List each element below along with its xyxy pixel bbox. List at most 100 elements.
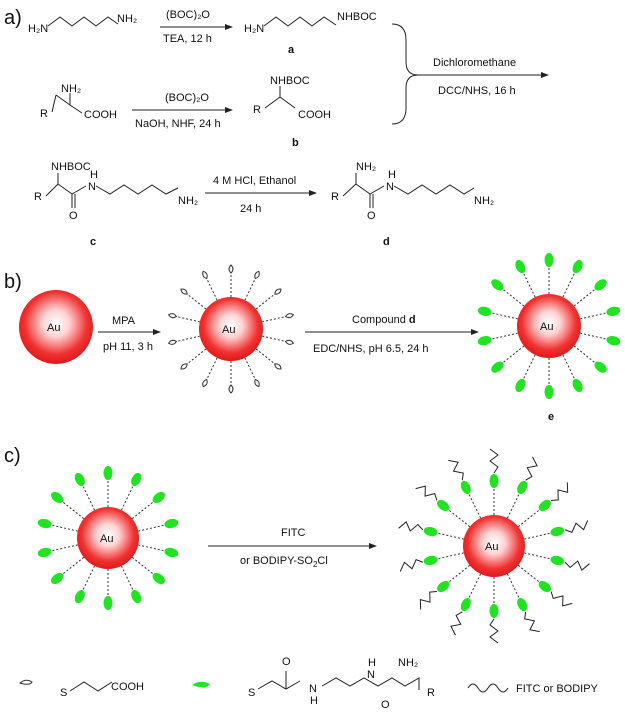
reagent-mpa: MPA [112,315,136,327]
amine-ligand-glyph [164,547,179,558]
dye-chain-glyph [550,591,573,607]
ligand-tether [506,573,521,602]
legend-amine-o2: O [381,699,390,711]
legend-amine-r: R [427,687,435,699]
legend-amine-n1: N [309,683,317,695]
amine-ligand-glyph [37,547,52,558]
dye-chain-glyph [450,611,463,636]
ligand-tether [120,565,135,594]
ligand-tether [81,565,96,594]
amine-ligand-glyph [152,572,165,585]
dye-chain-glyph [398,521,424,532]
ligand-tether [506,490,521,519]
amine-ligand-glyph [103,466,113,480]
compound-e-label: e [548,411,554,423]
reagent-hcl-ethanol: 4 M HCl, Ethanol [213,175,296,187]
reagent-naoh: NaOH, NHF, 24 h [135,118,221,130]
ligand-tether [48,523,78,532]
ligand-tether [138,523,168,532]
amine-ligand-glyph [164,518,179,529]
compound-b-r: R [253,104,261,116]
compound-b-structure [264,86,296,109]
putrescine-left-amine: H₂N [28,23,48,35]
mpa-ligand-glyph [180,288,188,295]
reagent-edc-nhs: EDC/NHS, pH 6.5, 24 h [313,343,429,355]
ligand-tether [562,354,577,383]
ligand-tether [445,564,471,585]
compound-c-r: R [34,191,42,203]
ligand-tether [131,499,157,520]
putrescine-structure [47,16,119,27]
ligand-tether [580,311,610,320]
reagent-boc2o-1: (BOC)₂O [166,9,210,21]
reagent-fitc: FITC [281,527,305,539]
legend-amine-h2: H [368,657,376,669]
compound-c-label: c [90,236,96,248]
ligand-tether [131,556,157,577]
legend-amine-chain-2 [321,677,420,690]
ligand-tether [573,345,598,366]
amine-ligand-glyph [594,361,607,373]
ligand-tether [524,531,554,540]
amine-ligand-glyph [489,474,499,488]
amine-ligand-glyph [538,580,551,593]
amine-ligand-glyph [550,555,565,566]
compound-c-nhboc: NHBOC [51,161,91,173]
ligand-tether [255,293,276,310]
panel-label-b: b) [4,271,22,293]
dye-chain-glyph [399,559,424,572]
ligand-tether [517,564,543,585]
combine-brace [391,23,419,125]
amine-ligand-glyph [131,589,142,604]
reagent-ph11: pH 11, 3 h [103,341,153,353]
amine-ligand-glyph [51,491,64,504]
amine-ligand-glyph [460,597,471,612]
amino-acid-r: R [40,108,48,120]
ligand-tether [562,269,577,298]
dye-chain-glyph [419,591,437,610]
amine-ligand-glyph [152,491,165,504]
amine-ligand-glyph [515,378,526,393]
ligand-tether [521,354,536,383]
amine-ligand-glyph [74,472,85,487]
mpa-au-label: Au [222,324,235,336]
amine-ligand-glyph [572,259,583,274]
panel-label-a: a) [4,7,22,29]
compound-c-structure [45,173,179,208]
compound-d-nh2-alpha: NH₂ [356,161,376,173]
legend-amine-n2: N [367,669,375,681]
mpa-ligand-glyph [284,339,295,345]
legend-amine-chain-1 [257,680,301,690]
mpa-ligand-glyph [254,270,260,280]
legend-amine-nh2: NH₂ [398,657,418,669]
reagent-24h: 24 h [240,203,261,215]
dye-chain-glyph [564,520,589,533]
reagent-tea: TEA, 12 h [163,33,212,45]
dye-chain-glyph [525,456,538,481]
amine-ligand-glyph [491,279,504,291]
compound-e-nanoparticle: Au [477,253,621,399]
ligand-tether [138,544,168,553]
ligand-tether [521,269,536,298]
compound-b-nhboc: NHBOC [270,75,310,87]
ligand-tether [206,278,218,301]
dye-chain-glyph [564,560,590,571]
ligand-tether [488,311,518,320]
compound-d-nh2-terminal: NH₂ [474,195,494,207]
legend-mpa-cooh: COOH [111,681,144,693]
dye-chain-glyph [489,618,499,644]
ligand-tether [467,573,482,602]
dye-chain-glyph [551,482,569,501]
amine-ligand-glyph [606,336,621,346]
legend-mpa-chain [69,681,113,692]
reagent-dichloromethane: Dichloromethane [433,57,516,69]
compound-c-oxygen: O [69,210,78,222]
ligand-tether [467,490,482,519]
ligand-tether [186,348,207,365]
ligand-tether [59,556,85,577]
legend-dye-glyph [467,683,509,693]
ligand-tether [500,286,525,307]
amine-ligand-glyph [572,378,583,393]
bare-au-label: Au [47,322,60,334]
amine-ligand-glyph [517,480,528,495]
